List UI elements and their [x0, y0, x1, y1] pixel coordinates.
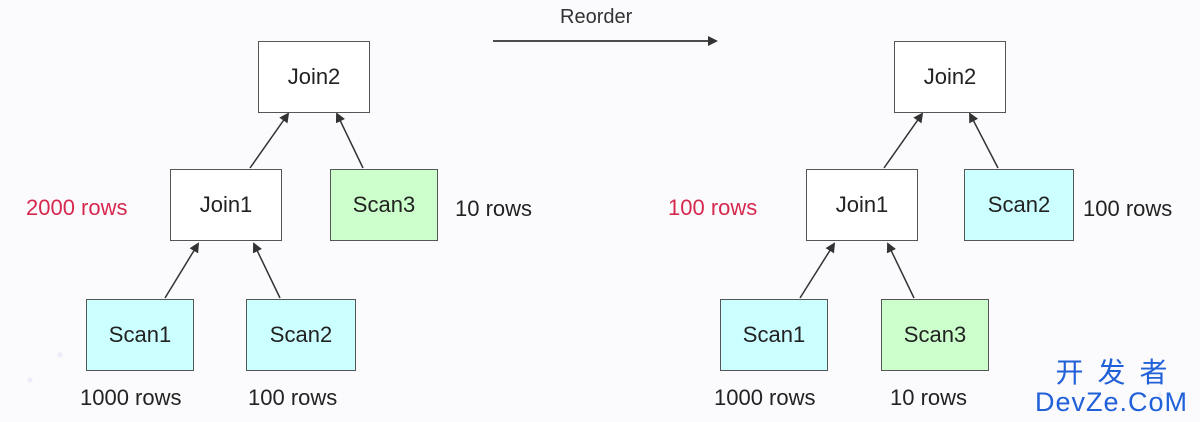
- right-join1-label: Join1: [835, 192, 889, 217]
- left-join2-node: Join2: [258, 41, 370, 113]
- left-edge-join1-to-join2: [249, 112, 290, 169]
- left-join1-rows: 2000 rows: [26, 195, 128, 220]
- reorder-label: Reorder: [560, 6, 633, 28]
- left-join1-label: Join1: [199, 192, 253, 217]
- right-scan1-node: Scan1: [720, 299, 828, 371]
- right-edge-scan1-to-join1: [799, 242, 836, 299]
- right-scan1-rows: 1000 rows: [714, 385, 816, 410]
- left-scan2-node: Scan2: [246, 299, 356, 371]
- left-scan3-label: Scan3: [352, 192, 416, 217]
- right-scan2-label: Scan2: [987, 192, 1051, 217]
- right-scan3-rows: 10 rows: [890, 385, 968, 410]
- right-edge-scan3-to-join1: [886, 242, 915, 299]
- right-edge-join1-to-join2: [883, 112, 924, 169]
- left-edge-scan1-to-join1: [164, 242, 200, 299]
- left-scan1-rows: 1000 rows: [80, 385, 182, 410]
- right-join2-node: Join2: [894, 41, 1006, 113]
- right-edge-scan2-to-join2: [969, 112, 999, 169]
- right-join2-label: Join2: [923, 64, 977, 89]
- left-scan2-label: Scan2: [269, 322, 333, 347]
- left-scan1-node: Scan1: [86, 299, 194, 371]
- right-scan3-label: Scan3: [903, 322, 967, 347]
- watermark-en-text: DevZe.CoM: [1034, 387, 1188, 417]
- left-scan3-node: Scan3: [330, 169, 438, 241]
- watermark-logo: 开发者 DevZe.CoM: [1035, 359, 1188, 416]
- left-scan1-label: Scan1: [108, 322, 172, 347]
- right-join1-rows: 100 rows: [668, 195, 758, 220]
- right-scan1-label: Scan1: [742, 322, 806, 347]
- left-scan3-rows: 10 rows: [455, 196, 533, 221]
- left-join2-label: Join2: [287, 64, 341, 89]
- left-scan2-rows: 100 rows: [248, 385, 338, 410]
- left-join1-node: Join1: [170, 169, 282, 241]
- left-edge-scan2-to-join1: [252, 242, 281, 299]
- left-edge-scan3-to-join2: [335, 112, 364, 169]
- right-scan2-node: Scan2: [964, 169, 1074, 241]
- watermark-cn-text: 开发者: [1055, 356, 1182, 389]
- right-scan2-rows: 100 rows: [1083, 196, 1173, 221]
- right-scan3-node: Scan3: [881, 299, 989, 371]
- right-join1-node: Join1: [806, 169, 918, 241]
